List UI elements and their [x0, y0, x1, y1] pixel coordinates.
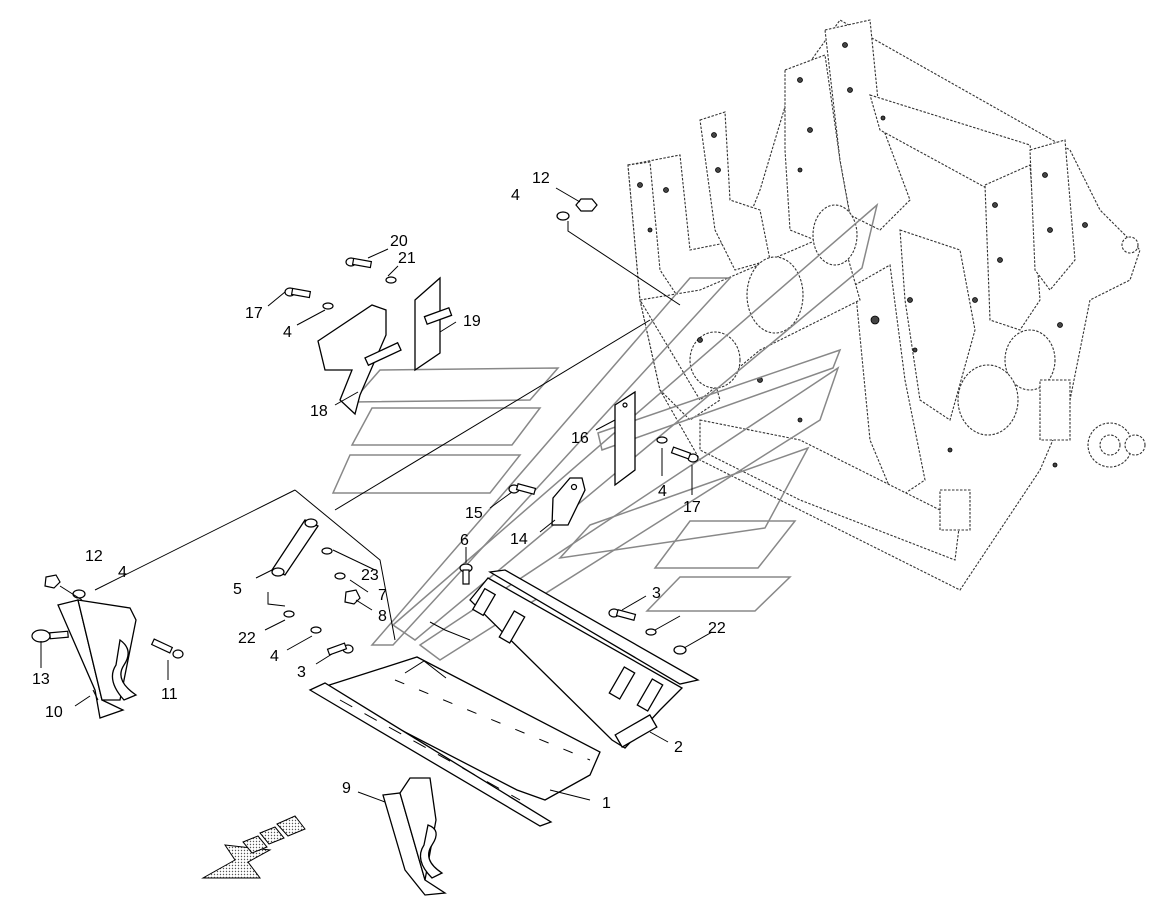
frame-holes: [637, 42, 1088, 468]
part-1-tray: [308, 656, 601, 827]
part-18-bracket: [317, 304, 402, 416]
callout-5: 5: [233, 581, 242, 598]
callout-3-right: 3: [652, 585, 661, 602]
callout-12-left: 12: [85, 548, 103, 565]
callout-10: 10: [45, 704, 63, 721]
callout-4-mid: 4: [658, 483, 667, 500]
callout-7: 7: [378, 587, 387, 604]
callout-17-left: 17: [245, 305, 263, 322]
panel-outlines: [331, 202, 879, 661]
callout-4-bracket: 4: [283, 324, 292, 341]
callout-22-right: 22: [708, 620, 726, 637]
callout-14: 14: [510, 531, 528, 548]
callout-4-lower: 4: [270, 648, 279, 665]
part-16-strip: [614, 390, 636, 487]
part-10-side-guard: [57, 599, 138, 719]
callout-15: 15: [465, 505, 483, 522]
callout-20: 20: [390, 233, 408, 250]
callout-4-top: 4: [511, 187, 520, 204]
callout-6: 6: [460, 532, 469, 549]
callout-4-left: 4: [118, 564, 127, 581]
callout-22-left: 22: [238, 630, 256, 647]
part-2-support: [429, 569, 700, 749]
part-19-plate: [414, 276, 453, 372]
leader-lines: [40, 187, 713, 803]
callout-1: 1: [602, 795, 611, 812]
callout-8: 8: [378, 608, 387, 625]
callout-16: 16: [571, 430, 589, 447]
callout-labels: 1 2 3 3 4 4 4 4 4 5 6 7 8 9 10 11 12 12 …: [32, 170, 726, 812]
callout-11: 11: [161, 686, 178, 703]
callout-23: 23: [361, 567, 379, 584]
callout-9: 9: [342, 780, 351, 797]
hardware: [31, 198, 699, 659]
callout-21: 21: [398, 250, 416, 267]
machine-frame: [627, 19, 1146, 591]
callout-2: 2: [674, 739, 683, 756]
direction-arrow: [201, 815, 306, 879]
callout-13: 13: [32, 671, 50, 688]
part-5-rod: [271, 518, 319, 577]
part-9-side-guard: [382, 777, 447, 896]
part-14-clip: [551, 477, 586, 526]
callout-19: 19: [463, 313, 481, 330]
callout-12-top: 12: [532, 170, 550, 187]
callout-18: 18: [310, 403, 328, 420]
callout-17-mid: 17: [683, 499, 701, 516]
callout-3-left: 3: [297, 664, 306, 681]
